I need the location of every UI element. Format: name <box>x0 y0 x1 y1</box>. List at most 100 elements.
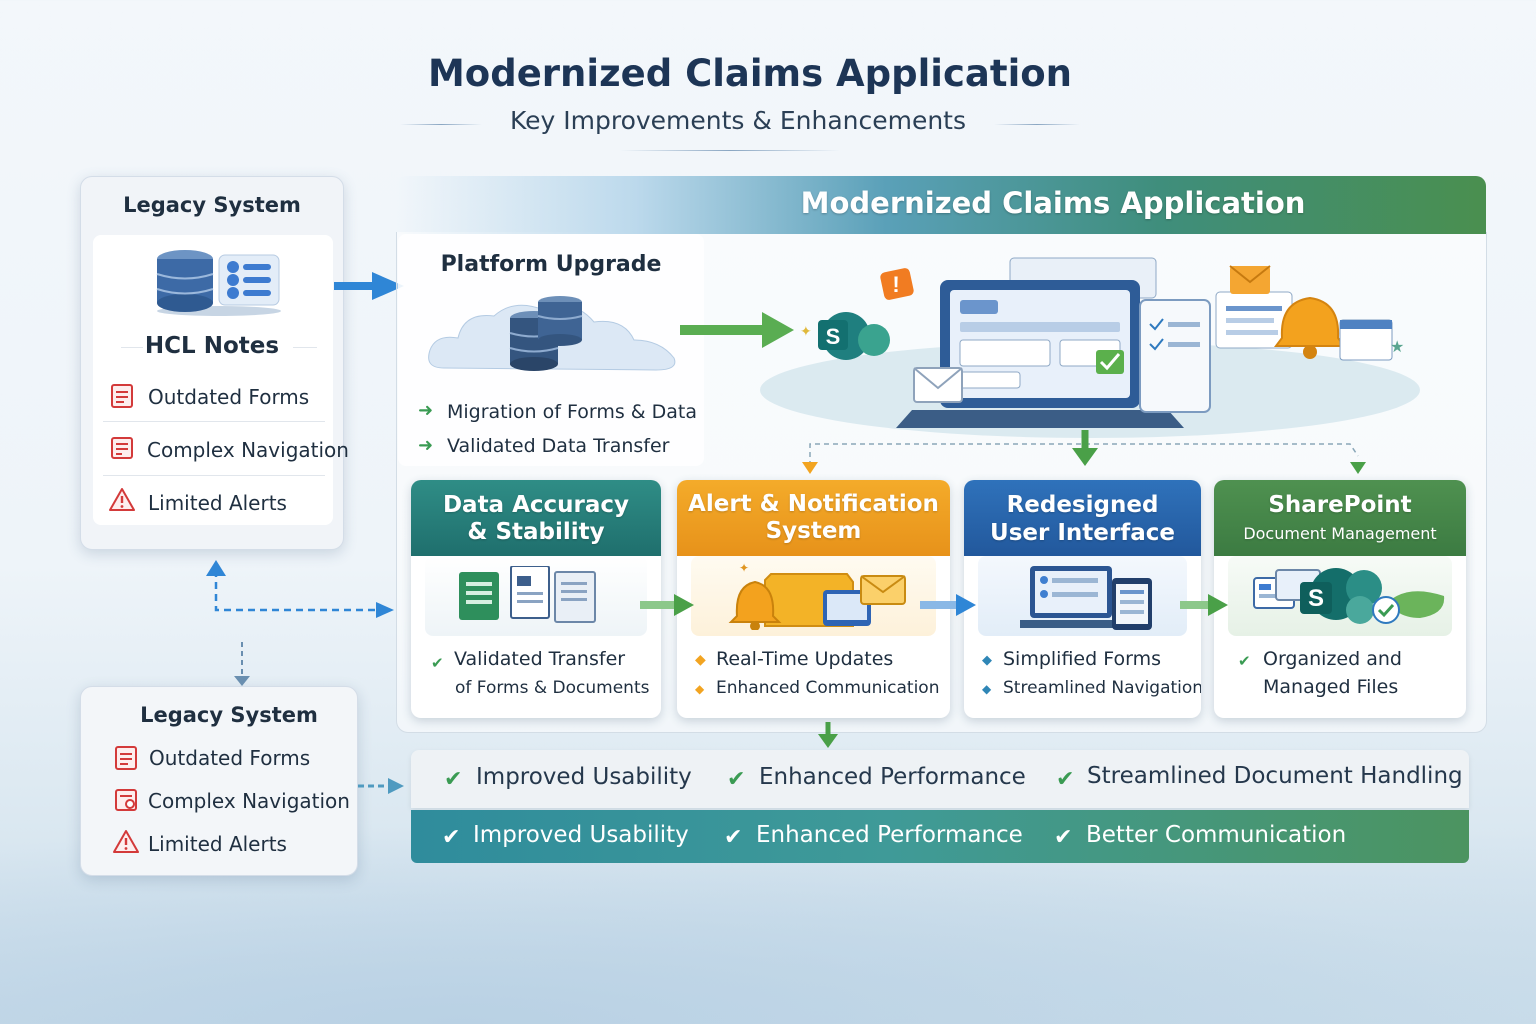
legacy-panel-inner: HCL Notes Outdated Forms Complex Navigat… <box>93 235 349 525</box>
svg-text:✦: ✦ <box>739 561 749 575</box>
svg-text:S: S <box>826 324 841 349</box>
card-data-accuracy: Data Accuracy & Stability ✔ Validated Tr… <box>411 480 661 718</box>
benefit-item-highlight: Better Communication <box>1086 822 1347 848</box>
laptop-icon <box>1020 566 1152 630</box>
page-subtitle: Key Improvements & Enhancements <box>509 106 967 135</box>
svg-text:★: ★ <box>1390 337 1404 356</box>
card-bullet: Simplified Forms <box>1003 648 1161 670</box>
divider <box>103 421 325 422</box>
card-title-line: & Stability <box>467 519 605 545</box>
benefits-strip <box>411 750 1469 808</box>
notification-icons: ✦ <box>728 561 906 630</box>
card-header: Alert & Notification System <box>677 480 950 556</box>
diamond-bullet-icon: ◆ <box>982 682 992 696</box>
checkmark-icon: ✔ <box>724 825 743 850</box>
card-title-line: Redesigned <box>1006 492 1159 518</box>
card-bullet: of Forms & Documents <box>455 678 650 698</box>
card-redesigned-ui: Redesigned User Interface ◆ Simplified F… <box>964 480 1201 718</box>
checkmark-icon: ✔ <box>1054 825 1073 850</box>
card-bullet: Enhanced Communication <box>716 678 940 698</box>
warning-icon <box>109 488 135 511</box>
card-title-line: Document Management <box>1243 524 1437 543</box>
legacy-connector-arrows <box>206 272 404 794</box>
card-header: SharePoint Document Management <box>1214 480 1466 556</box>
card-title-line: SharePoint <box>1268 492 1412 518</box>
legacy-item-outdated-forms: Outdated Forms <box>148 385 310 409</box>
card-alert-notification: Alert & Notification System ✦ ◆ Real-Tim… <box>677 480 950 718</box>
checkmark-icon: ✔ <box>442 825 461 850</box>
platform-item-validated: Validated Data Transfer <box>447 435 670 457</box>
legacy-system-panel-secondary: Legacy System Outdated Forms Complex Nav… <box>80 686 358 876</box>
distribution-arrows <box>802 430 1366 474</box>
checkmark-icon: ✔ <box>444 767 463 792</box>
card-title-line: Data Accuracy <box>442 492 630 518</box>
database-icon <box>156 250 281 316</box>
platform-upgrade-section: Platform Upgrade ➜ Migration of Forms & … <box>398 234 704 466</box>
legacy-panel-title: Legacy System <box>140 703 318 727</box>
card-title-line: Alert & Notification <box>688 491 939 517</box>
benefit-item: Enhanced Performance <box>759 764 1026 790</box>
benefit-item: Improved Usability <box>476 764 692 790</box>
divider <box>103 475 325 476</box>
checkmark-icon: ✔ <box>727 767 746 792</box>
card-flow-arrows <box>640 594 1228 616</box>
form-icon <box>115 746 137 770</box>
card-title-line: System <box>765 518 862 544</box>
benefit-item-highlight: Improved Usability <box>473 822 689 848</box>
checkmark-icon: ✔ <box>1238 652 1251 670</box>
legacy-item-complex-navigation: Complex Navigation <box>148 789 350 813</box>
card-illustration <box>978 556 1187 636</box>
modern-app-illustration: S ! ★ ✦ <box>680 257 1420 438</box>
card-bullet: Organized and <box>1263 648 1402 670</box>
subtitle-rule-right <box>994 124 1080 125</box>
divider <box>293 347 317 348</box>
card-bullet: Streamlined Navigation <box>1003 678 1201 698</box>
diamond-bullet-icon: ◆ <box>982 653 992 668</box>
svg-text:✦: ✦ <box>800 324 812 340</box>
down-arrow-icon <box>818 722 838 748</box>
form-icon <box>115 789 137 811</box>
benefit-item: Streamlined Document Handling <box>1087 763 1463 789</box>
card-sharepoint: SharePoint Document Management S ✔ Organ… <box>1214 480 1466 718</box>
card-illustration <box>425 556 647 636</box>
modernized-banner <box>396 176 1486 234</box>
card-bullet: Validated Transfer <box>454 648 626 670</box>
checkmark-icon: ✔ <box>431 654 444 672</box>
diamond-bullet-icon: ◆ <box>695 682 705 696</box>
cloud-database-icon <box>428 296 676 371</box>
divider <box>121 347 143 348</box>
platform-item-migration: Migration of Forms & Data <box>447 401 697 423</box>
sharepoint-icon: S <box>1253 568 1445 624</box>
arrow-bullet-icon: ➜ <box>418 435 434 456</box>
card-title-line: User Interface <box>990 520 1175 546</box>
benefit-item-highlight: Enhanced Performance <box>756 822 1023 848</box>
legacy-item-limited-alerts: Limited Alerts <box>148 832 287 856</box>
svg-text:S: S <box>1308 585 1324 612</box>
page-title: Modernized Claims Application <box>427 52 1073 95</box>
warning-icon <box>113 830 139 853</box>
card-illustration: ✦ <box>691 556 936 636</box>
legacy-item-complex-navigation: Complex Navigation <box>147 438 349 462</box>
diamond-bullet-icon: ◆ <box>695 652 706 668</box>
arrow-bullet-icon: ➜ <box>418 400 434 421</box>
svg-text:!: ! <box>892 272 899 297</box>
card-illustration: S <box>1228 556 1452 636</box>
documents-icon <box>459 566 596 623</box>
platform-upgrade-title: Platform Upgrade <box>440 252 662 277</box>
hcl-notes-label: HCL Notes <box>144 333 280 359</box>
subtitle-rule-left <box>400 124 482 125</box>
legacy-item-limited-alerts: Limited Alerts <box>148 491 287 515</box>
form-icon <box>111 384 133 408</box>
legacy-system-panel: Legacy System HCL Notes Outdated Forms C <box>80 176 349 550</box>
subtitle-underline <box>620 150 840 151</box>
modernized-banner-title: Modernized Claims Application <box>800 186 1306 220</box>
benefits-strip-highlight <box>411 810 1469 863</box>
card-bullet: Real-Time Updates <box>716 648 894 670</box>
card-header: Data Accuracy & Stability <box>411 480 661 556</box>
checkmark-icon: ✔ <box>1056 767 1075 792</box>
form-icon <box>111 437 133 459</box>
card-bullet: Managed Files <box>1263 676 1399 698</box>
legacy-panel-title: Legacy System <box>123 193 301 217</box>
legacy-item-outdated-forms: Outdated Forms <box>149 746 311 770</box>
card-header: Redesigned User Interface <box>964 480 1201 556</box>
